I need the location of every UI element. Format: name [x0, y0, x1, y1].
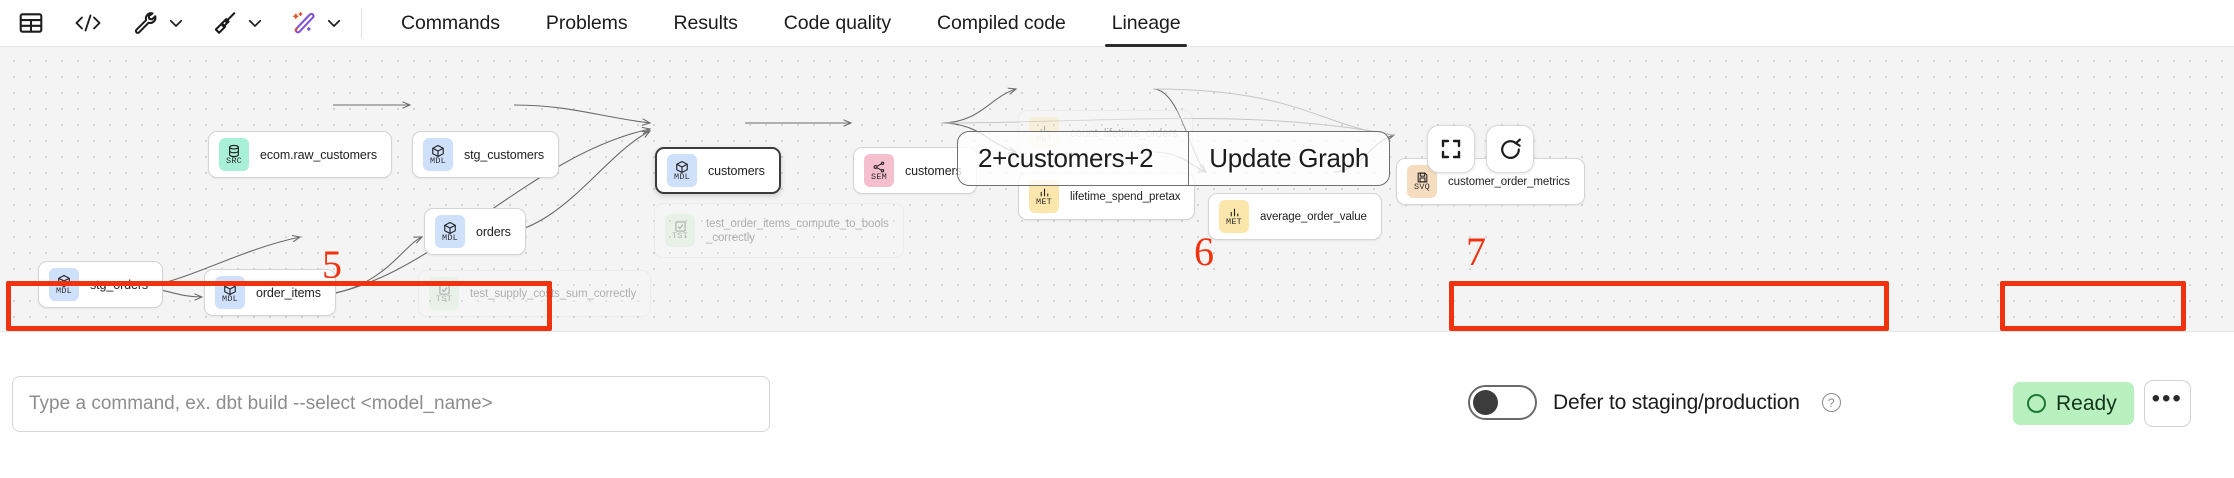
status-dot-icon [2027, 394, 2046, 413]
mdl-badge-label: MDL [56, 285, 72, 296]
graph-selector-value[interactable]: 2+customers+2 [978, 143, 1154, 173]
toolbar-divider [361, 8, 362, 38]
lineage-node-stg-customers[interactable]: MDL stg_customers [412, 131, 559, 178]
defer-toggle[interactable] [1468, 385, 1537, 420]
status-group: Ready ••• [2013, 380, 2191, 427]
lineage-node-average-order-value[interactable]: MET average_order_value [1208, 193, 1382, 240]
lineage-node-ecom-raw-customers[interactable]: SRC ecom.raw_customers [208, 131, 392, 178]
tst-badge-icon: TST [429, 277, 459, 310]
lineage-node-customers-model[interactable]: MDL customers [655, 147, 781, 194]
tab-lineage-label: Lineage [1111, 11, 1181, 34]
mdl-badge-label: MDL [222, 293, 238, 304]
lineage-node-label: stg_orders [90, 277, 149, 292]
tab-lineage[interactable]: Lineage [1089, 0, 1204, 47]
magic-wand-icon[interactable] [286, 6, 321, 40]
table-view-icon[interactable] [14, 6, 48, 40]
lineage-node-label: test_order_items_compute_to_bools _corre… [706, 217, 889, 244]
lineage-node-label: ecom.raw_customers [260, 147, 377, 162]
mdl-badge-icon: MDL [423, 138, 453, 171]
sem-badge-label: SEM [871, 171, 887, 182]
lineage-node-label: lifetime_spend_pretax [1070, 190, 1181, 203]
src-badge-label: SRC [226, 155, 242, 166]
tab-problems[interactable]: Problems [523, 0, 651, 47]
lineage-node-label: customer_order_metrics [1448, 175, 1570, 188]
graph-update-overlay: 2+customers+2 Update Graph [957, 131, 1390, 186]
code-view-icon[interactable] [70, 6, 106, 40]
lineage-node-test-supply-costs-sum-correctly[interactable]: TST test_supply_costs_sum_correctly [418, 270, 652, 317]
lineage-node-label: average_order_value [1260, 210, 1367, 223]
defer-label: Defer to staging/production [1553, 390, 1800, 414]
command-input[interactable] [12, 376, 770, 432]
tab-compiled-code[interactable]: Compiled code [914, 0, 1089, 47]
mdl-badge-icon: MDL [49, 268, 79, 301]
mdl-badge-icon: MDL [435, 215, 465, 248]
lineage-node-stg-orders[interactable]: MDL stg_orders [38, 261, 164, 308]
defer-toggle-knob [1473, 390, 1498, 415]
editor-tool-group [0, 0, 378, 47]
magic-wand-chevron-down-icon[interactable] [321, 6, 347, 40]
broom-chevron-down-icon[interactable] [242, 6, 268, 40]
question-mark-icon[interactable]: ? [1821, 393, 1841, 412]
tab-results[interactable]: Results [650, 0, 760, 47]
lineage-node-customers-semantic[interactable]: SEM customers [853, 147, 977, 194]
lineage-node-order-items[interactable]: MDL order_items [204, 269, 336, 316]
lineage-node-label: test_supply_costs_sum_correctly [470, 287, 637, 300]
lineage-node-test-order-items-compute-to-bools[interactable]: TST test_order_items_compute_to_bools _c… [654, 203, 904, 258]
mdl-badge-label: MDL [442, 232, 458, 243]
lineage-canvas[interactable]: SRC ecom.raw_customers MDL stg_customers… [0, 47, 2234, 331]
lineage-node-label: stg_customers [464, 147, 544, 162]
mdl-badge-icon: MDL [667, 154, 697, 187]
top-toolbar: Commands Problems Results Code quality C… [0, 0, 2234, 47]
src-badge-icon: SRC [219, 138, 249, 171]
status-label: Ready [2056, 391, 2117, 415]
tst-badge-label: TST [436, 294, 452, 304]
tab-commands[interactable]: Commands [378, 0, 523, 47]
command-bar: Defer to staging/production ? Ready ••• [0, 331, 2234, 478]
mdl-badge-label: MDL [430, 155, 446, 166]
refresh-graph-button[interactable] [1486, 125, 1534, 173]
tab-code-quality[interactable]: Code quality [761, 0, 914, 47]
tab-commands-label: Commands [401, 11, 500, 34]
tab-code-quality-label: Code quality [783, 11, 891, 34]
build-tools-chevron-down-icon[interactable] [163, 6, 189, 40]
mdl-badge-icon: MDL [215, 276, 245, 309]
build-tools-icon[interactable] [128, 6, 163, 40]
tab-problems-label: Problems [545, 11, 628, 34]
mdl-badge-label: MDL [674, 171, 690, 182]
met-badge-label: MET [1036, 197, 1052, 207]
tst-badge-label: TST [672, 231, 688, 241]
tst-badge-icon: TST [665, 214, 695, 247]
ellipsis-icon: ••• [2151, 384, 2183, 412]
svq-badge-label: SVQ [1414, 182, 1430, 192]
met-badge-icon: MET [1219, 200, 1249, 233]
broom-icon[interactable] [207, 6, 242, 40]
update-graph-button[interactable]: Update Graph [1209, 143, 1369, 173]
more-options-button[interactable]: ••• [2143, 380, 2191, 427]
fit-view-button[interactable] [1427, 125, 1475, 173]
tab-compiled-code-label: Compiled code [937, 11, 1066, 34]
overlay-divider [1187, 132, 1190, 185]
lineage-node-label: orders [476, 224, 511, 239]
met-badge-label: MET [1226, 217, 1242, 227]
lineage-node-orders[interactable]: MDL orders [424, 208, 526, 255]
sem-badge-icon: SEM [864, 154, 894, 187]
status-badge[interactable]: Ready [2013, 382, 2134, 425]
lineage-node-label: order_items [256, 285, 321, 300]
lineage-node-label: customers [905, 163, 962, 178]
defer-control-group: Defer to staging/production ? [1468, 385, 1841, 420]
lineage-node-label: customers [708, 163, 765, 178]
panel-tabs: Commands Problems Results Code quality C… [378, 0, 1203, 47]
tab-results-label: Results [673, 11, 738, 34]
